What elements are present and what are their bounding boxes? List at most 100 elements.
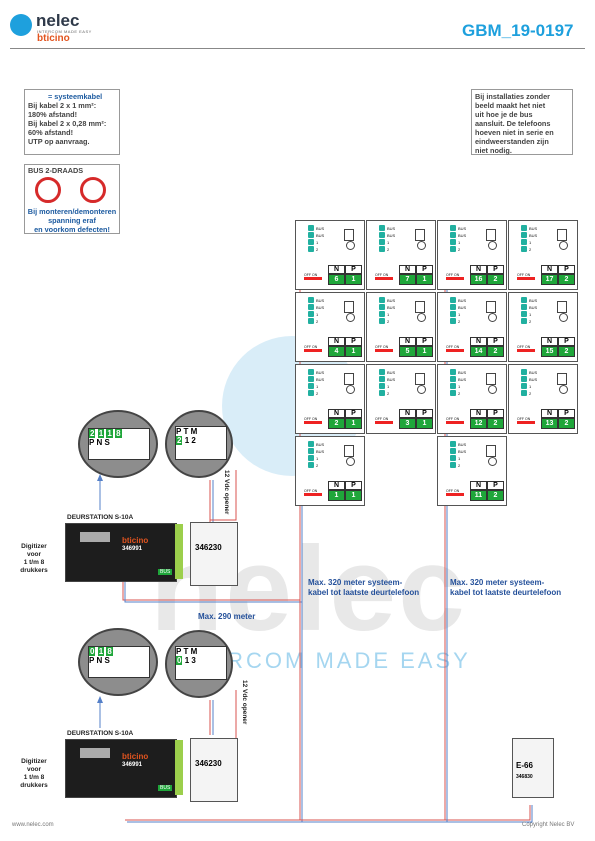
terminal-label: BUS [458,233,467,238]
brand-sub: INTERCOM MADE EASY [37,29,92,34]
terminal-label: 2 [387,247,390,252]
p-header: P [416,337,433,346]
switch-icon [517,421,535,424]
switch-icon [375,349,393,352]
digitizer-label: Digitizer voor 1 t/m 8 drukkers [14,543,54,575]
n-header: N [328,481,345,490]
handset-icon [486,229,496,241]
station-bus: BUS [158,569,173,575]
terminal-label: BUS [458,449,467,454]
digitizer-label: Digitizer voor 1 t/m 8 drukkers [14,758,54,790]
terminal-label: 2 [316,247,319,252]
p-value: 2 [487,418,504,429]
p-header: P [558,409,575,418]
p-header: P [558,265,575,274]
bus-terminal-icon [521,369,537,398]
terminal-label: 2 [316,463,319,468]
terminal-label: BUS [529,370,538,375]
terminal-label: 2 [458,247,461,252]
n-value: 16 [470,274,487,285]
n-header: N [399,337,416,346]
button-icon [417,313,426,322]
door-station-title: DEURSTATION S-10A [67,730,134,737]
bus-terminal-icon [450,369,466,398]
switch-icon [304,493,322,496]
power-dip-label: T [183,647,189,656]
n-value: 5 [399,346,416,357]
opener-label: 12 Vdc opener [223,470,230,515]
button-icon [559,241,568,250]
switch-label: OFF ON [304,417,318,421]
station-model: 346991 [122,546,143,552]
door-station-title: DEURSTATION S-10A [67,514,134,521]
switch-icon [446,349,464,352]
door-station-2: 346991 bticino BUS [65,739,177,798]
p-value: 2 [558,346,575,357]
station-bus: BUS [158,785,173,791]
terminal-label: 1 [387,312,390,317]
power-dip-value: 2 [191,436,196,445]
switch-label: OFF ON [375,345,389,349]
terminal-label: 2 [529,391,532,396]
nelec-logo-icon [10,14,32,36]
handset-icon [344,301,354,313]
terminal-label: 1 [529,312,532,317]
power-dip-value: 0 [176,656,183,665]
n-header: N [328,337,345,346]
power-dip-value: 2 [176,436,183,445]
switch-icon [304,349,322,352]
terminal-strip-2 [175,740,183,795]
brand-bticino: bticino [37,33,70,44]
no-power-icon [80,177,106,203]
p-header: P [416,409,433,418]
n-header: N [399,265,416,274]
digitizer-zoom-2: 0 1 8 P N S [78,628,158,696]
power-dip-display: P T M 0 1 3 [175,646,227,680]
power-unit-2: 346230 [190,738,238,802]
terminal-label: BUS [529,226,538,231]
digitizer-line: Digitizer [21,543,47,550]
switch-label: OFF ON [375,417,389,421]
bus-terminal-icon [379,369,395,398]
n-header: N [328,409,345,418]
handset-icon [486,373,496,385]
terminal-label: BUS [387,305,396,310]
digitizer-line: 1 t/m 8 [23,774,45,781]
bus-terminal-icon [308,369,324,398]
terminal-label: 2 [316,391,319,396]
power-dip-label: T [183,427,189,436]
terminal-label: BUS [387,370,396,375]
power-dip-value: 1 [184,656,190,665]
p-header: P [345,481,362,490]
n-value: 7 [399,274,416,285]
terminal-strip-1 [175,524,183,579]
e66-model: 346830 [516,774,533,780]
terminal-label: BUS [316,370,325,375]
p-value: 2 [558,274,575,285]
p-header: P [487,481,504,490]
n-value: 17 [541,274,558,285]
terminal-label: BUS [387,377,396,382]
button-icon [346,313,355,322]
cable-note-line: Bij kabel 2 x 0,28 mm²: [28,119,107,128]
button-icon [559,313,568,322]
bus-terminal-icon [308,297,324,326]
handset-icon [344,445,354,457]
dip-value: 2 [89,429,96,438]
power-dip-value: 3 [191,656,196,665]
